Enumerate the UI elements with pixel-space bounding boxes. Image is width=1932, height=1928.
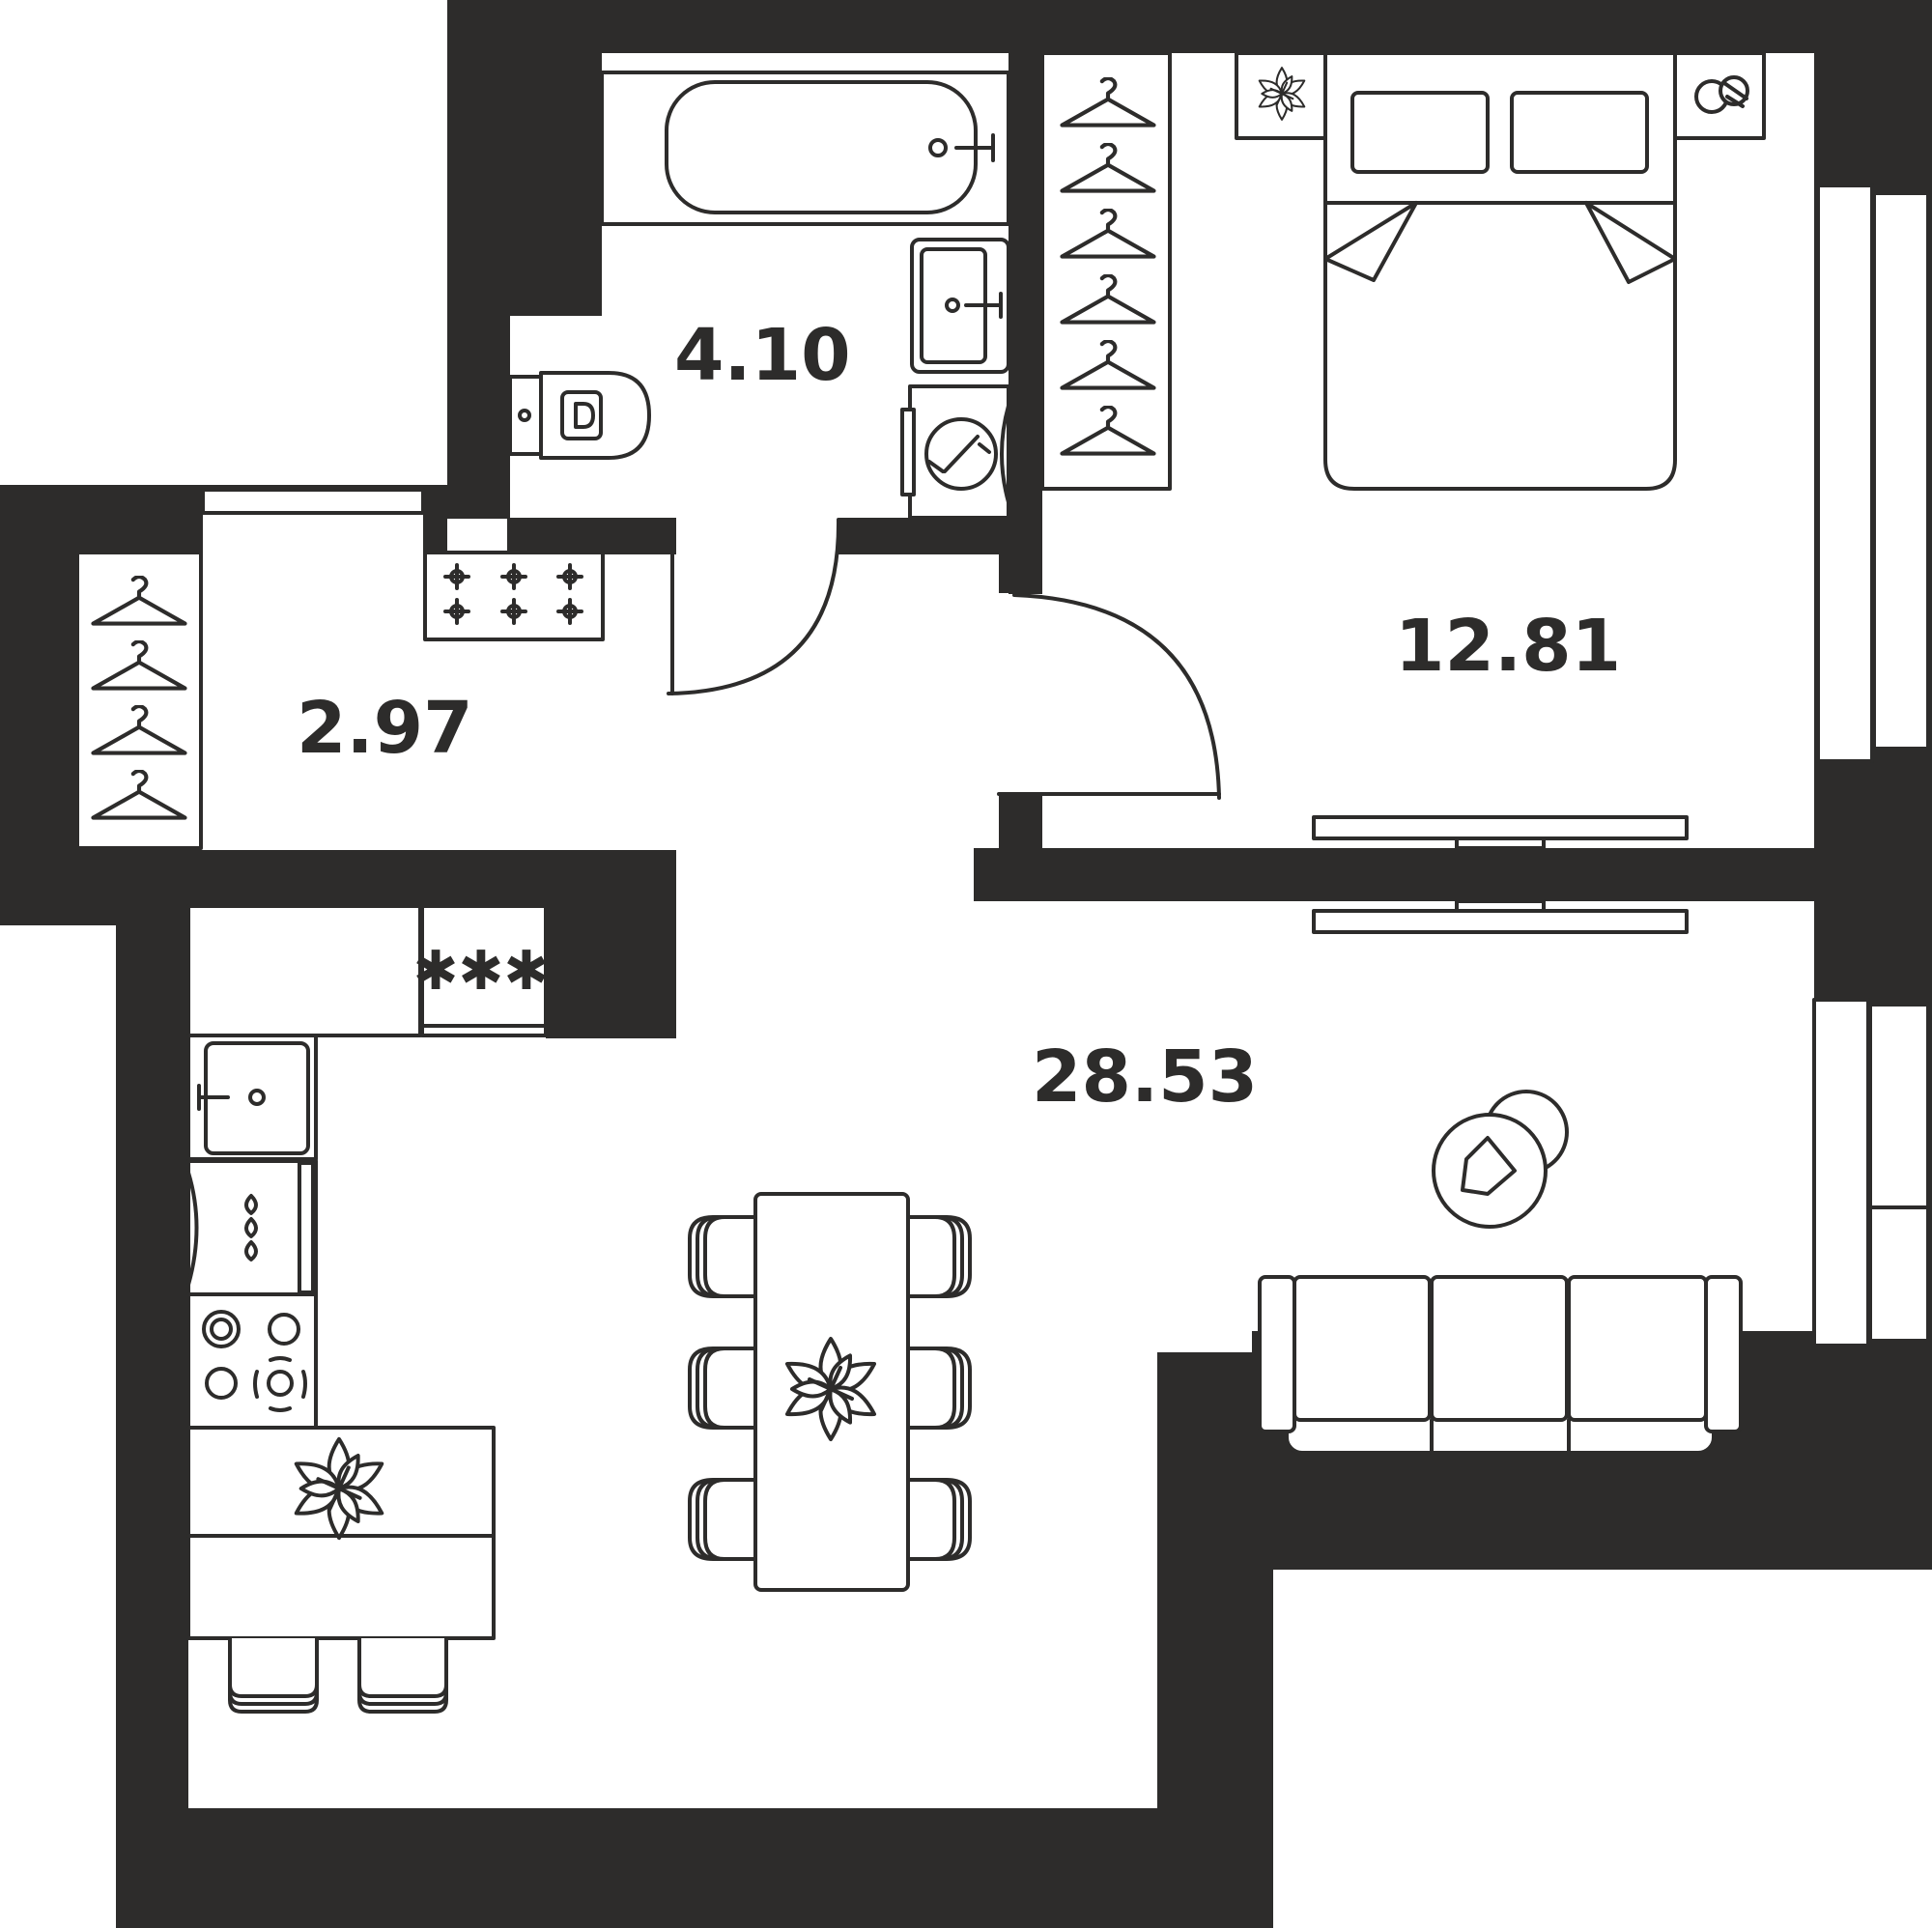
wall-hall-top-mid xyxy=(423,485,447,553)
nightstand-right xyxy=(1673,51,1766,140)
living-kitchen-area-label: 28.53 xyxy=(1032,1035,1258,1119)
wall-top xyxy=(447,0,1932,53)
wall-left-living xyxy=(116,850,188,1928)
living-kitchen: ✱✱✱ xyxy=(186,899,1743,1714)
stove-icon xyxy=(186,1292,318,1430)
dining-table-icon xyxy=(688,1192,972,1592)
tv-stand xyxy=(1312,815,1689,850)
bar-stools xyxy=(228,1638,448,1714)
chair xyxy=(688,1215,761,1298)
chair xyxy=(688,1347,761,1430)
washing-machine-icon xyxy=(900,384,1010,520)
hallway-area-label: 2.97 xyxy=(297,687,473,770)
wardrobe xyxy=(1040,51,1172,491)
bathroom: 4.10 xyxy=(508,71,1010,520)
chair xyxy=(898,1478,972,1561)
shoe-cabinet xyxy=(423,551,605,641)
bedroom: 12.81 xyxy=(997,51,1766,850)
dishwasher xyxy=(186,1159,318,1296)
bathtub-icon xyxy=(600,71,1010,226)
sofa-icon xyxy=(1258,1275,1743,1455)
chair xyxy=(898,1347,972,1430)
wall-bath-left-upper xyxy=(507,0,602,316)
chair xyxy=(898,1215,972,1298)
wall-left-hall-outer xyxy=(0,485,77,923)
window-icon xyxy=(201,184,1930,1347)
kitchen-sink-icon xyxy=(186,1034,318,1161)
chair xyxy=(688,1478,761,1561)
door-swing-icon xyxy=(997,593,1221,800)
wall-bath-left xyxy=(447,316,510,519)
sink-icon xyxy=(910,238,1010,374)
bed-icon xyxy=(1323,51,1677,491)
kitchen-cabinets: ✱✱✱ xyxy=(186,904,550,1037)
bathroom-area-label: 4.10 xyxy=(674,314,851,397)
wall-bottom xyxy=(116,1808,1273,1928)
toilet-icon xyxy=(508,371,651,460)
range-hood-icon: ✱✱✱ xyxy=(413,940,550,1003)
wall-hall-top-left xyxy=(188,485,201,553)
nightstand-left xyxy=(1235,51,1327,140)
bedroom-area-label: 12.81 xyxy=(1395,605,1621,688)
coffee-table xyxy=(1432,1090,1569,1229)
door-swing-icon xyxy=(667,518,841,695)
wall-right-lower xyxy=(1806,1338,1932,1570)
hallway: 2.97 xyxy=(75,518,841,850)
tv-panel xyxy=(1312,899,1689,934)
wardrobe xyxy=(75,551,203,850)
kitchen-island xyxy=(186,1426,496,1640)
